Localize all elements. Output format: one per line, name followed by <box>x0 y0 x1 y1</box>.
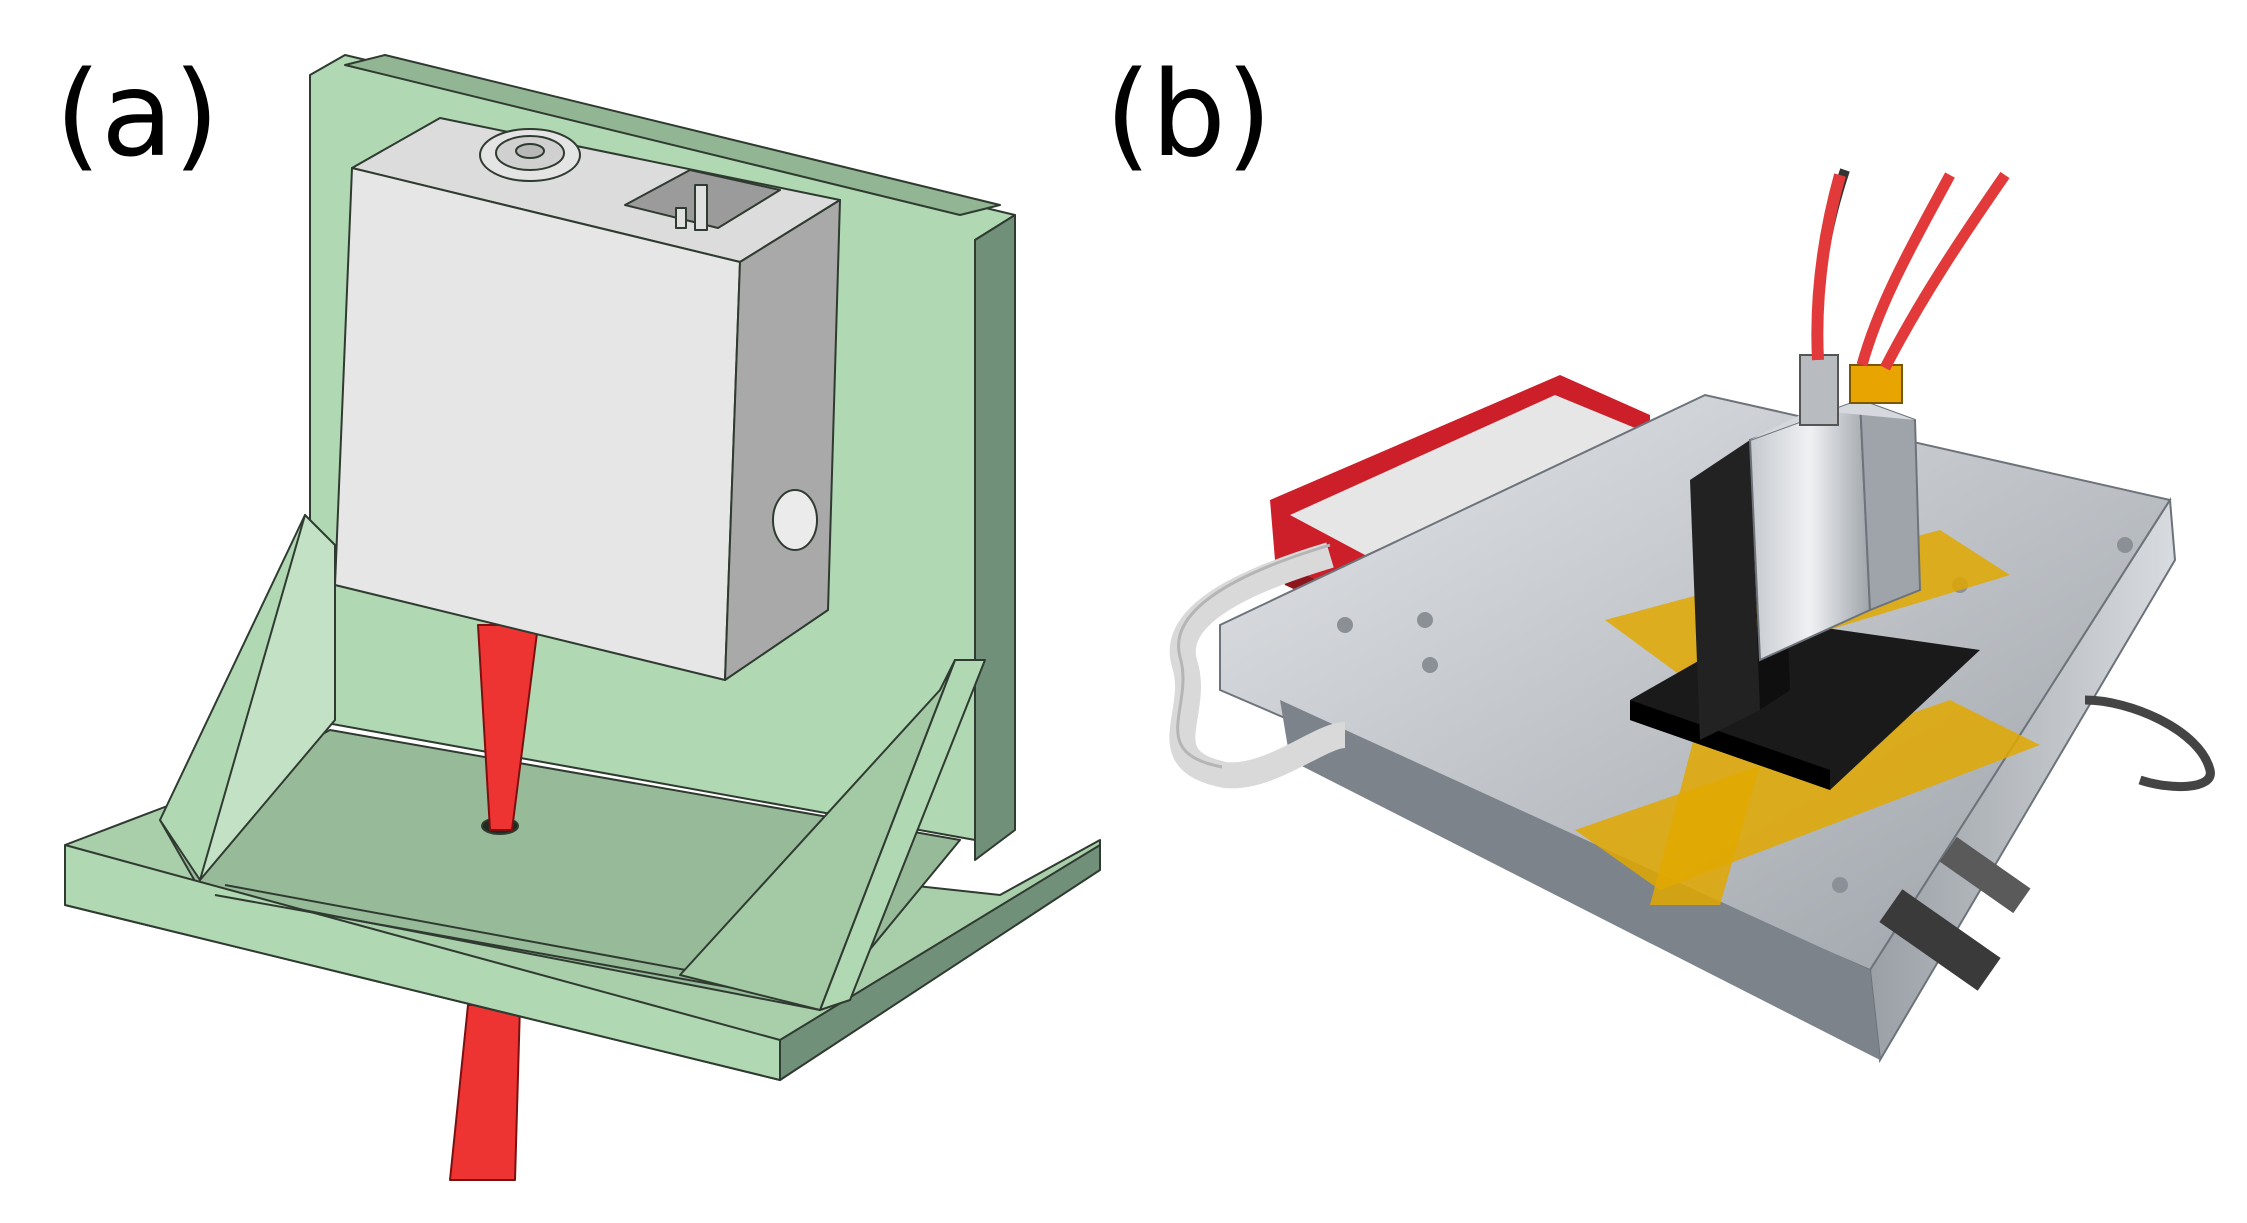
photo-plate-front <box>1280 700 1880 1060</box>
photo-cable-red-1 <box>1811 173 1846 361</box>
photo-lemo-connector <box>1799 354 1839 426</box>
cad-holder-drawing <box>64 54 1101 1181</box>
panel-label-b: (b) <box>1105 45 1272 183</box>
holder-top-slot <box>344 54 1001 216</box>
photo-ribbon-cable <box>1169 542 1347 789</box>
photo-black-mount-upright <box>1690 440 1760 740</box>
photo-cable-red-3 <box>1880 171 2010 371</box>
photo-sensor-block-side <box>1858 398 1922 612</box>
photo-sensor-block-top <box>1750 400 1915 440</box>
panel-label-a: (a) <box>55 45 220 183</box>
photo-yellow-connector <box>1849 364 1903 404</box>
photo-setup <box>1169 168 2215 1064</box>
holder-left-gusset-face <box>199 514 336 881</box>
photo-cable-red-2 <box>1856 172 1955 367</box>
sensor-side-knob <box>772 489 818 551</box>
sensor-box-side <box>724 199 841 681</box>
photo-side-cable <box>2084 695 2215 792</box>
beam-lower <box>449 1004 521 1181</box>
holder-back-wall-side <box>974 214 1016 861</box>
holder-base-right <box>779 844 1101 1081</box>
holder-right-gusset-face <box>679 659 956 1011</box>
